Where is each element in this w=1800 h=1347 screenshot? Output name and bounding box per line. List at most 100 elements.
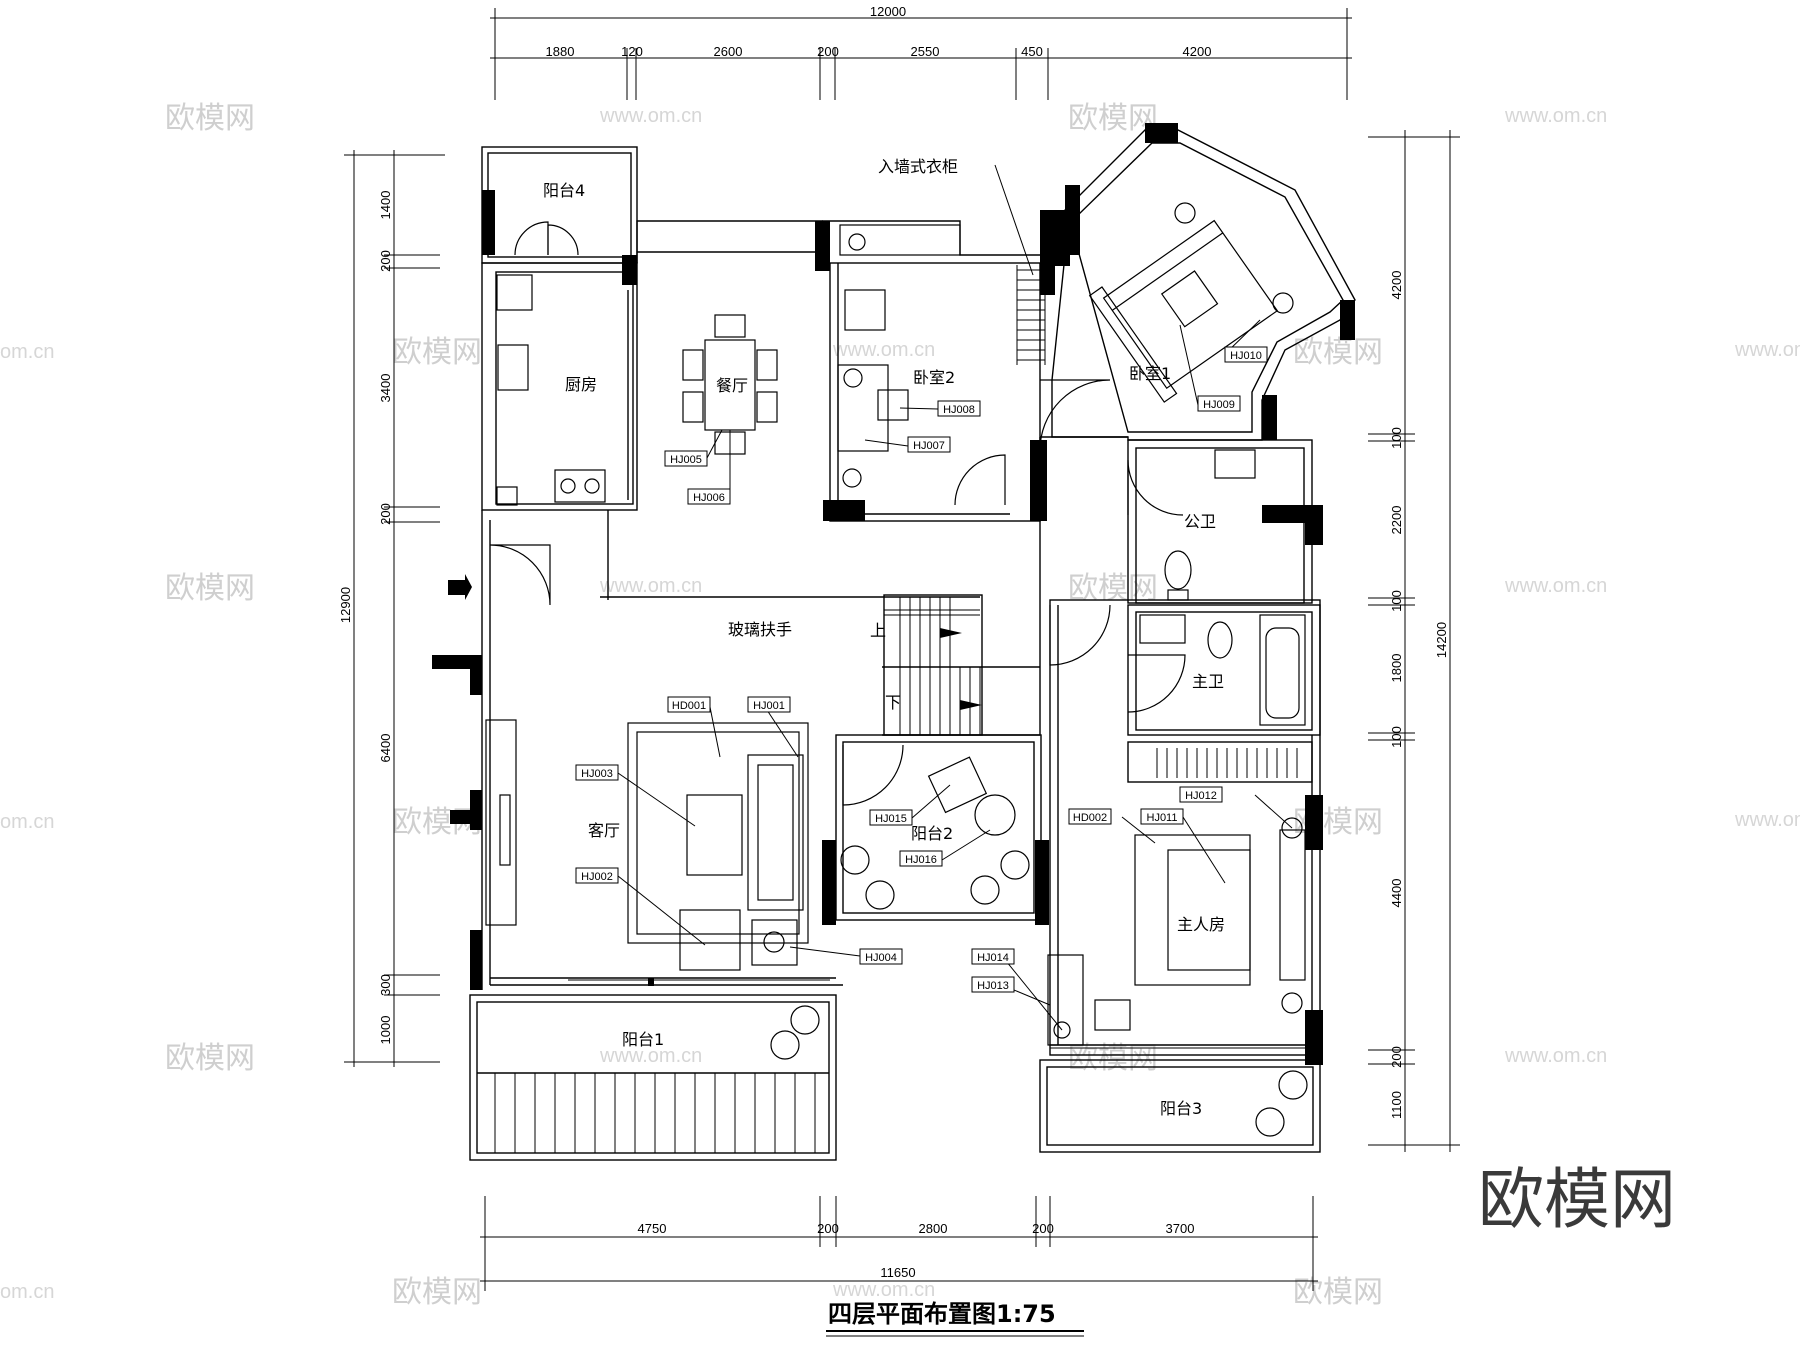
dim-left-seg: 6400 (378, 734, 393, 763)
watermark: 欧模网 (1068, 1041, 1158, 1076)
room-label-kitchen: 厨房 (565, 375, 597, 394)
tag-hj002: HJ002 (581, 871, 613, 883)
tag-hd002: HD002 (1073, 812, 1107, 824)
plant-icon (865, 880, 895, 910)
room-label-balcony1: 阳台1 (622, 1030, 664, 1049)
room-label-balcony3: 阳台3 (1160, 1099, 1202, 1118)
dim-right-seg: 1100 (1389, 1091, 1404, 1119)
dim-bottom-seg: 3700 (1166, 1221, 1195, 1236)
room-label-balcony2: 阳台2 (911, 824, 953, 843)
entry-arrow-icon (448, 574, 472, 600)
plant-icon (1000, 850, 1030, 880)
plant-icon (1255, 1107, 1285, 1137)
plant-icon (770, 1030, 800, 1060)
watermarks: 欧模网 www.om.cn 欧模网 www.om.cn om.cn 欧模网 ww… (0, 101, 1800, 1310)
dim-bottom-seg: 2800 (919, 1221, 948, 1236)
round-table-icon (974, 794, 1016, 836)
logo: 欧模网 (1478, 1161, 1676, 1238)
dim-left-seg: 200 (378, 503, 393, 525)
furniture-tags: HD001 HJ001 HJ003 HJ002 HJ004 HJ005 HJ00… (575, 346, 1268, 993)
watermark: 欧模网 (165, 571, 255, 606)
watermark-url: www.om.cn (832, 339, 935, 361)
sink-icon (1214, 449, 1256, 479)
tag-hj007: HJ007 (913, 440, 945, 452)
watermark-url: om.cn (0, 1281, 54, 1303)
watermark-url: www.om.cn (1504, 105, 1607, 127)
room-label-balcony4: 阳台4 (543, 181, 585, 200)
stair-down-arrow-icon (960, 700, 982, 710)
tag-hj005: HJ005 (670, 454, 702, 466)
door-balcony2 (842, 744, 904, 806)
tag-hj001: HJ001 (753, 700, 785, 712)
dim-right-seg: 200 (1389, 1046, 1404, 1068)
tag-hj016: HJ016 (905, 854, 937, 866)
dim-top-seg: 2600 (714, 44, 743, 59)
stair-up-arrow-icon (940, 628, 962, 638)
dim-top-seg: 450 (1021, 44, 1043, 59)
watermark: 欧模网 (1293, 335, 1383, 370)
dim-left-seg: 200 (378, 250, 393, 272)
watermark: 欧模网 (165, 1041, 255, 1076)
dim-left-seg: 1400 (378, 191, 393, 220)
armchair-icon (679, 909, 741, 971)
watermark: 欧模网 (165, 101, 255, 136)
watermark-url: om.cn (0, 341, 54, 363)
dim-left-seg: 300 (378, 974, 393, 996)
tag-hj006: HJ006 (693, 492, 725, 504)
desk-icon (837, 364, 889, 452)
room-label-master: 主人房 (1177, 915, 1225, 934)
plant-icon (840, 845, 870, 875)
lounge-chair-icon (927, 756, 988, 814)
dim-bottom-seg: 200 (1032, 1221, 1054, 1236)
dim-right-seg: 100 (1389, 726, 1404, 748)
dim-right-seg: 2200 (1389, 506, 1404, 535)
dim-top-total: 12000 (870, 4, 906, 19)
sofa-icon (747, 754, 804, 911)
dim-right-seg: 4400 (1389, 879, 1404, 908)
dim-right-total: 14200 (1434, 622, 1449, 658)
wall-columns (432, 123, 1355, 1065)
tag-hj009: HJ009 (1203, 399, 1235, 411)
sliding-door (568, 979, 1312, 1049)
door-bedroom1 (1039, 379, 1111, 451)
dim-top-seg: 200 (817, 44, 839, 59)
tag-hj012: HJ012 (1185, 790, 1217, 802)
tag-hj013: HJ013 (977, 980, 1009, 992)
dim-top-seg: 4200 (1183, 44, 1212, 59)
tv-cabinet-icon (485, 719, 517, 926)
tag-hj014: HJ014 (977, 952, 1009, 964)
watermark-url: om.cn (0, 811, 54, 833)
tag-hj003: HJ003 (581, 768, 613, 780)
bathtub-icon (1259, 614, 1306, 726)
dim-bottom-seg: 4750 (638, 1221, 667, 1236)
doors (489, 221, 1186, 806)
door-master-bath (1127, 654, 1186, 713)
wall-outlines (469, 129, 1356, 1161)
dim-right-seg: 100 (1389, 427, 1404, 449)
chair-icon (1094, 999, 1131, 1031)
dimension-labels: 12000 1880 120 2600 200 2550 450 4200 11… (338, 4, 1449, 1280)
door-master-hall (1049, 604, 1111, 666)
glass-rail-label: 玻璃扶手 (728, 620, 792, 639)
chair-icon (877, 389, 909, 421)
plant-icon (1278, 1070, 1308, 1100)
dim-left-seg: 1000 (378, 1016, 393, 1045)
toilet-icon (1164, 550, 1192, 590)
dim-bottom-total: 11650 (880, 1265, 915, 1280)
tag-hd001: HD001 (672, 700, 706, 712)
watermark: 欧模网 (1068, 101, 1158, 136)
dim-left-total: 12900 (338, 587, 353, 623)
room-label-living: 客厅 (588, 821, 620, 840)
room-labels: 阳台4 厨房 餐厅 卧室2 卧室1 入墙式衣柜 公卫 主卫 客厅 阳台2 主人房… (543, 157, 1225, 1118)
tag-hj008: HJ008 (943, 404, 975, 416)
dresser-icon (1047, 954, 1084, 1046)
furniture (485, 202, 1308, 1137)
stove-icon (554, 469, 606, 503)
bed-icon (1102, 219, 1279, 389)
watermark: 欧模网 (392, 335, 482, 370)
drawing-title: 四层平面布置图1:75 (828, 1300, 1056, 1328)
room-label-public-bath: 公卫 (1184, 512, 1216, 531)
watermark: 欧模网 (392, 1275, 482, 1310)
watermark-url: www.om.cn (1504, 575, 1607, 597)
leader-lines (617, 164, 1293, 1031)
